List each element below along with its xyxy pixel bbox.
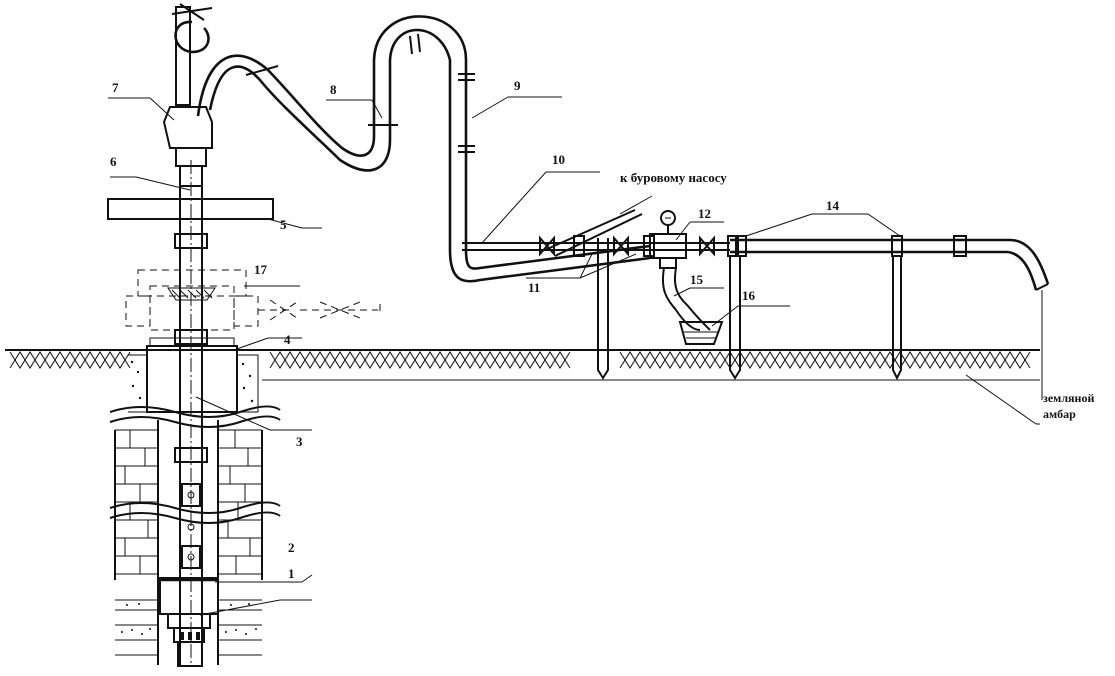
ground-surface xyxy=(5,349,1040,381)
label-8: 8 xyxy=(330,82,337,97)
core-barrel-and-bit xyxy=(159,577,219,667)
mud-hose xyxy=(196,15,475,250)
label-6: 6 xyxy=(110,154,117,169)
rotary-table xyxy=(107,198,274,220)
label-7: 7 xyxy=(112,80,119,95)
pit-label-line1: земляной xyxy=(1043,391,1094,405)
callout-labels: 1 2 3 4 5 6 7 8 9 10 11 12 14 15 16 17 xyxy=(110,78,840,581)
label-15: 15 xyxy=(690,272,704,287)
label-12: 12 xyxy=(698,206,711,221)
label-11: 11 xyxy=(528,280,540,295)
sampling-hose-and-bucket xyxy=(662,267,724,345)
label-5: 5 xyxy=(280,217,287,232)
pit-label-line2: амбар xyxy=(1043,407,1076,421)
blowout-preventer xyxy=(125,269,381,331)
discharge-manifold xyxy=(448,195,739,283)
label-1: 1 xyxy=(288,566,295,581)
conductor-casing xyxy=(128,337,259,413)
label-10: 10 xyxy=(552,152,565,167)
borehole-strata xyxy=(109,405,281,665)
label-9: 9 xyxy=(514,78,521,93)
pipe-supports xyxy=(597,238,902,381)
swivel-and-hook xyxy=(162,3,213,187)
to-pump-label: к буровому насосу xyxy=(620,170,727,185)
label-16: 16 xyxy=(742,288,756,303)
discharge-line xyxy=(730,235,1050,400)
text-annotations: к буровому насосу земляной амбар xyxy=(620,170,1094,421)
label-4: 4 xyxy=(284,332,291,347)
label-2: 2 xyxy=(288,540,295,555)
drill-string xyxy=(174,160,208,667)
label-14: 14 xyxy=(826,198,840,213)
leader-lines xyxy=(108,96,1040,616)
label-3: 3 xyxy=(296,434,303,449)
label-17: 17 xyxy=(254,262,268,277)
